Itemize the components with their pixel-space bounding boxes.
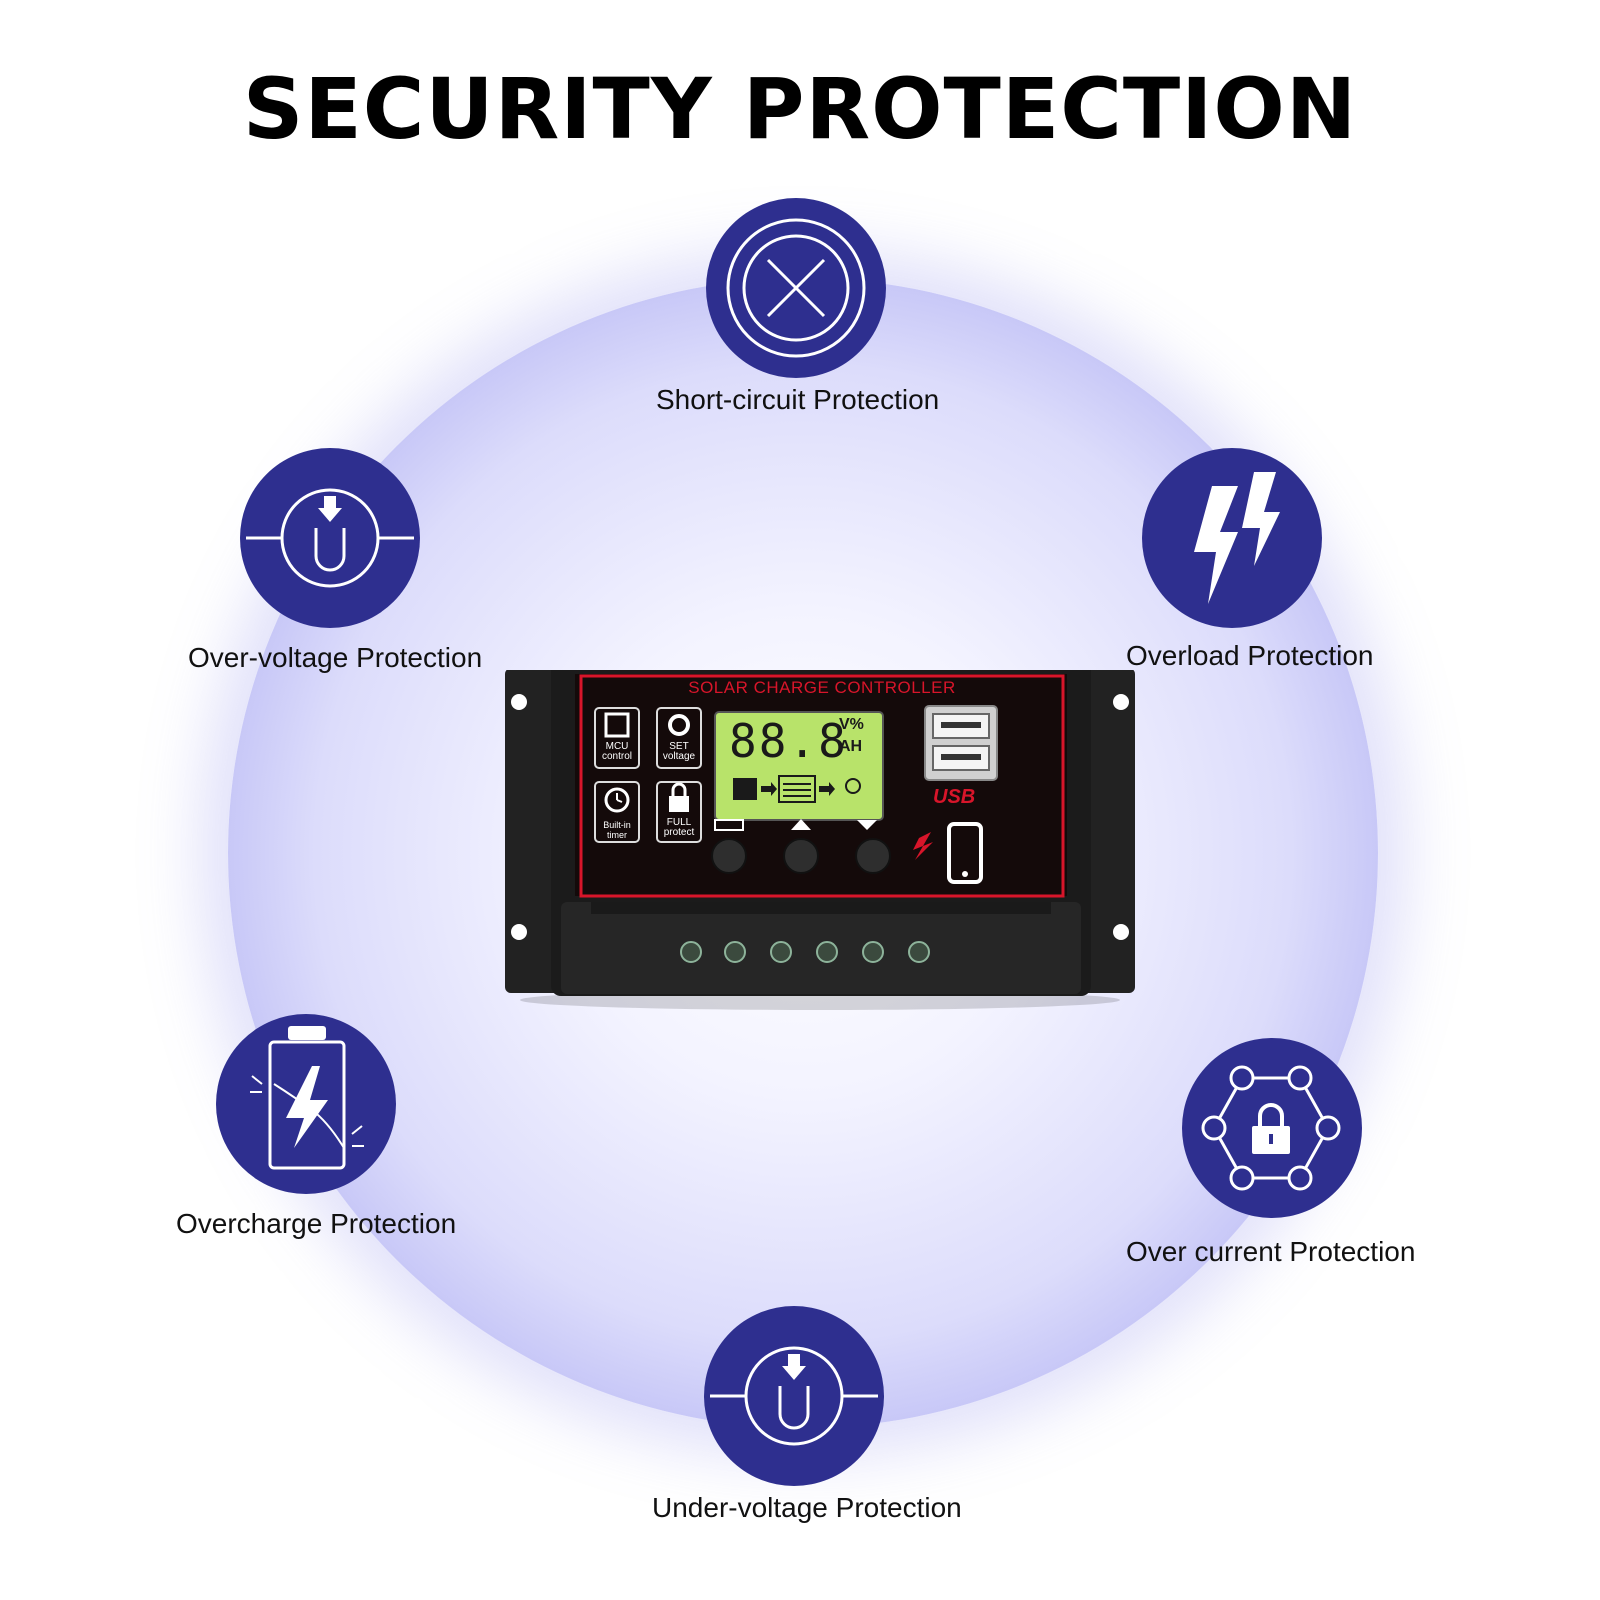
page-title: SECURITY PROTECTION <box>242 60 1358 158</box>
full-label-line2: protect <box>663 827 695 838</box>
mcu-label-line2: control <box>601 751 632 762</box>
feature-label: Over-voltage Protection <box>188 642 483 673</box>
circle-x-icon <box>706 198 886 378</box>
feature-label: Under-voltage Protection <box>652 1492 962 1523</box>
lightning-bolt-icon <box>1142 448 1322 628</box>
controller-heading: SOLAR CHARGE CONTROLLER <box>688 678 956 697</box>
full-label-line1: FULL <box>666 817 692 828</box>
timer-label-line2: timer <box>607 830 627 840</box>
lcd-unit-bottom: AH <box>839 738 863 755</box>
lcd-display-value: 88.8 <box>729 714 848 768</box>
set-label-line2: voltage <box>662 751 696 762</box>
feature-label: Overload Protection <box>1126 640 1374 671</box>
timer-label-line1: Built-in <box>603 820 631 830</box>
feature-label: Short-circuit Protection <box>656 384 940 415</box>
hexagon-lock-icon <box>1182 1038 1362 1218</box>
feature-label: Overcharge Protection <box>176 1208 457 1239</box>
timer-tile-label: Built-in timer <box>595 820 639 840</box>
mcu-tile-label: MCU control <box>595 742 639 762</box>
usb-label: USB <box>933 786 976 808</box>
set-label-line1: SET <box>669 741 689 752</box>
magnet-arrow-icon <box>704 1306 884 1486</box>
full-tile-label: FULL protect <box>657 818 701 838</box>
lcd-unit-top: V% <box>839 716 864 733</box>
magnet-arrow-icon <box>240 448 420 628</box>
set-tile-label: SET voltage <box>657 742 701 762</box>
feature-label: Over current Protection <box>1126 1236 1416 1267</box>
battery-bolt-icon <box>216 1014 396 1194</box>
mcu-label-line1: MCU <box>605 741 629 752</box>
solar-charge-controller: SOLAR CHARGE CONTROLLER 88.8 V% AH USB M… <box>505 660 1135 1030</box>
